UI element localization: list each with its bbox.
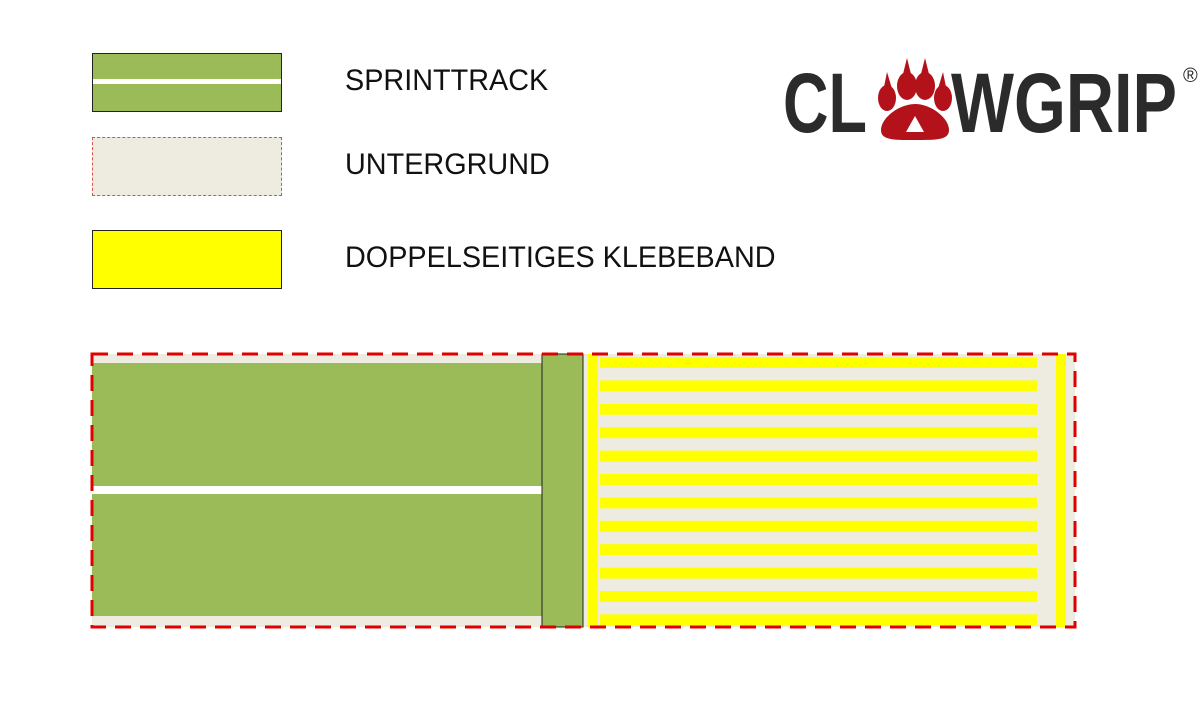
clawgrip-logo: CL WGRIP ® bbox=[783, 56, 1198, 142]
tape-strip bbox=[600, 591, 1037, 602]
tape-strip bbox=[600, 403, 1037, 415]
tape-strip bbox=[600, 567, 1037, 579]
sprinttrack-swatch bbox=[92, 53, 282, 112]
paw-icon bbox=[878, 58, 952, 140]
tape-vertical-left bbox=[588, 354, 598, 627]
untergrund-label: UNTERGRUND bbox=[345, 148, 550, 181]
tape-strip bbox=[600, 380, 1037, 392]
track-main-lower bbox=[92, 494, 542, 616]
track-main-upper bbox=[92, 363, 542, 486]
sprinttrack-label: SPRINTTRACK bbox=[345, 64, 549, 97]
sprinttrack-swatch-stripe bbox=[93, 79, 281, 84]
logo-text-left: CL bbox=[783, 56, 867, 142]
klebeband-swatch bbox=[92, 230, 282, 289]
tape-strip bbox=[600, 544, 1037, 556]
klebeband-label: DOPPELSEITIGES KLEBEBAND bbox=[345, 241, 776, 274]
logo-text-right: WGRIP bbox=[951, 56, 1177, 142]
tape-strip bbox=[600, 474, 1037, 485]
track-center-stripe bbox=[92, 486, 542, 494]
tape-strip bbox=[600, 427, 1037, 439]
ground-border bbox=[90, 352, 1077, 629]
tape-strip bbox=[600, 497, 1037, 509]
untergrund-swatch bbox=[92, 137, 282, 196]
registered-mark: ® bbox=[1183, 65, 1198, 87]
tape-strip bbox=[600, 450, 1037, 462]
track-roll bbox=[541, 353, 584, 628]
tape-strip bbox=[600, 520, 1037, 532]
tape-vertical-right bbox=[1056, 354, 1066, 627]
tape-strip bbox=[600, 357, 1037, 368]
tape-strip-group bbox=[600, 357, 1037, 626]
tape-strip bbox=[600, 614, 1037, 626]
